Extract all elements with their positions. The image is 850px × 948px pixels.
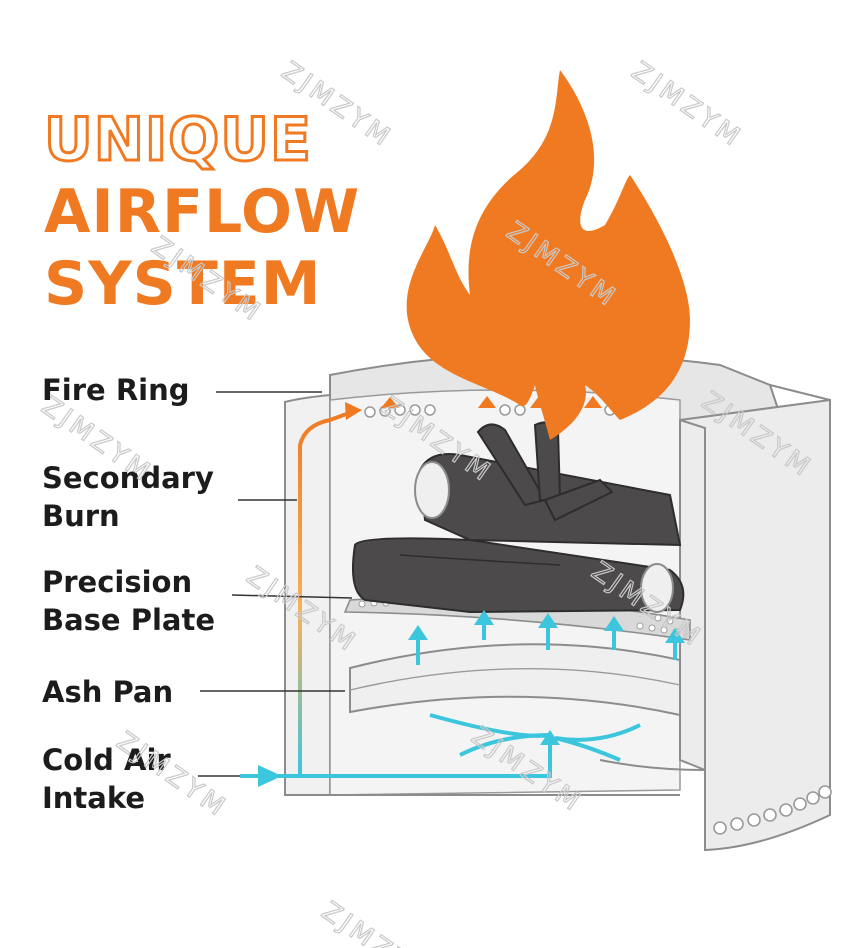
label-secondary-burn: Secondary Burn bbox=[42, 461, 297, 533]
label-intake-line2: Intake bbox=[42, 781, 145, 815]
ash-pan bbox=[349, 643, 681, 717]
ring-jet-arrows bbox=[381, 396, 602, 408]
label-ash-pan-text: Ash Pan bbox=[42, 675, 173, 709]
label-secondary-burn-line2: Burn bbox=[42, 499, 120, 533]
cold-air-flow bbox=[240, 713, 641, 778]
intake-arrow bbox=[258, 765, 282, 787]
watermark: ZJMZYM bbox=[626, 56, 748, 154]
secondary-air-channel bbox=[298, 410, 353, 776]
watermark: ZJMZYM bbox=[316, 896, 438, 948]
intake-holes bbox=[713, 785, 832, 835]
label-precision-base-plate: Precision Base Plate bbox=[42, 565, 353, 637]
title-line-airflow: AIRFLOW bbox=[44, 177, 360, 247]
title-line-system: SYSTEM bbox=[44, 249, 322, 319]
title-line-unique: UNIQUE bbox=[44, 105, 312, 175]
center-up-arrow bbox=[540, 730, 560, 745]
label-base-plate-line1: Precision bbox=[42, 565, 192, 599]
label-secondary-burn-line1: Secondary bbox=[42, 461, 214, 495]
label-base-plate-line2: Base Plate bbox=[42, 603, 215, 637]
flame-inner-1 bbox=[468, 300, 510, 390]
label-fire-ring: Fire Ring bbox=[42, 373, 322, 407]
leader-line bbox=[231, 594, 353, 599]
label-intake-line1: Cold Air bbox=[42, 743, 171, 777]
label-ash-pan: Ash Pan bbox=[42, 675, 345, 709]
label-fire-ring-text: Fire Ring bbox=[42, 373, 190, 407]
label-cold-air-intake: Cold Air Intake bbox=[42, 743, 240, 815]
